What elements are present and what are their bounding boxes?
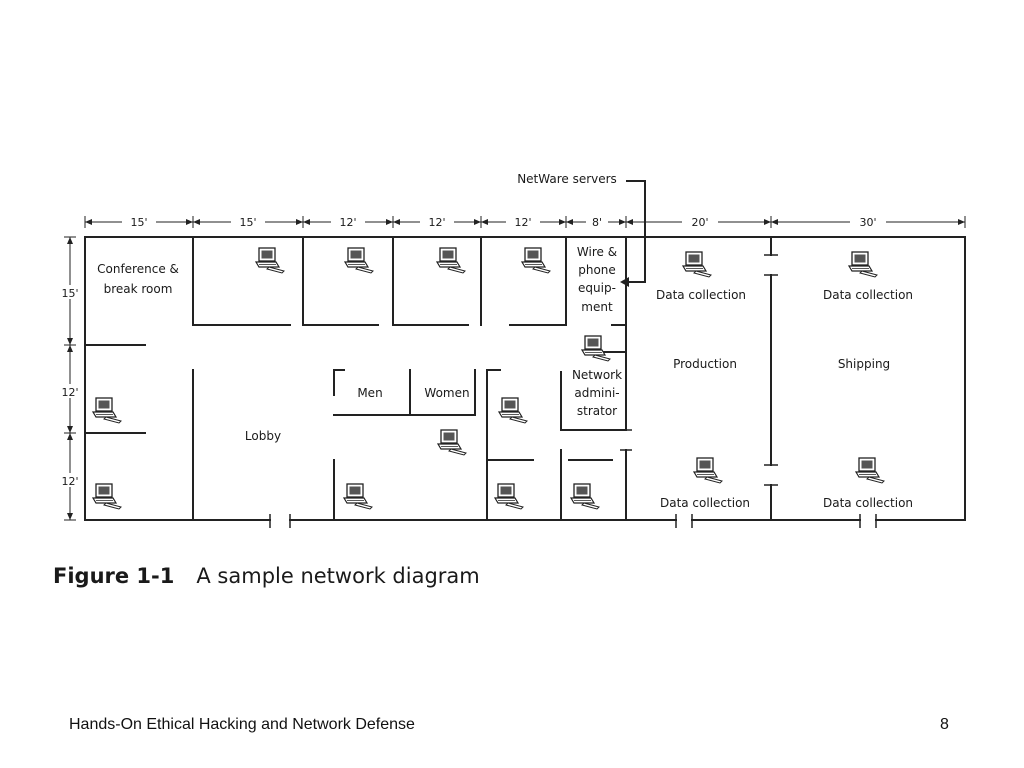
dim-top-4: 12' <box>514 216 531 229</box>
computers <box>92 247 885 510</box>
lobby-label: Lobby <box>245 429 281 443</box>
wire-label-1: Wire & <box>577 245 617 259</box>
top-dimension-arrows <box>85 219 965 225</box>
computer-icon <box>855 457 885 484</box>
left-dimension-arrows <box>67 237 73 520</box>
wire-label-4: ment <box>581 300 613 314</box>
computer-icon <box>581 335 611 362</box>
floor-plan-walls <box>84 236 966 521</box>
computer-icon <box>92 483 122 510</box>
women-label: Women <box>424 386 469 400</box>
page-number: 8 <box>940 716 949 733</box>
dim-left-1: 12' <box>61 386 78 399</box>
computer-icon <box>693 457 723 484</box>
dim-top-1: 15' <box>239 216 256 229</box>
data-collection-label-2: Data collection <box>823 288 913 302</box>
dim-top-0: 15' <box>130 216 147 229</box>
dim-top-5: 8' <box>592 216 602 229</box>
men-label: Men <box>357 386 382 400</box>
computer-icon <box>255 247 285 274</box>
conference-label-2: break room <box>104 282 173 296</box>
netadmin-label-1: Network <box>572 368 622 382</box>
computer-icon <box>343 483 373 510</box>
netware-callout: NetWare servers <box>517 172 646 287</box>
dim-left-2: 12' <box>61 475 78 488</box>
dim-top-7: 30' <box>859 216 876 229</box>
computer-icon <box>521 247 551 274</box>
data-collection-label-3: Data collection <box>660 496 750 510</box>
data-collection-label-4: Data collection <box>823 496 913 510</box>
dim-top-3: 12' <box>428 216 445 229</box>
dim-top-2: 12' <box>339 216 356 229</box>
footer-title: Hands-On Ethical Hacking and Network Def… <box>69 716 415 733</box>
conference-label-1: Conference & <box>97 262 179 276</box>
wire-label-2: phone <box>578 263 616 277</box>
room-labels: Conference & break room Wire & phone equ… <box>97 245 913 510</box>
data-collection-label-1: Data collection <box>656 288 746 302</box>
netadmin-label-3: strator <box>577 404 617 418</box>
figure-caption-text: A sample network diagram <box>196 564 480 588</box>
top-dimension-labels: 15' 15' 12' 12' 12' 8' 20' 30' <box>122 214 886 229</box>
dim-left-0: 15' <box>61 287 78 300</box>
computer-icon <box>92 397 122 424</box>
shipping-label: Shipping <box>838 357 890 371</box>
dim-top-6: 20' <box>691 216 708 229</box>
netadmin-label-2: admini- <box>574 386 619 400</box>
computer-icon <box>848 251 878 278</box>
computer-icon <box>494 483 524 510</box>
computer-icon <box>344 247 374 274</box>
computer-icon <box>498 397 528 424</box>
figure-caption: Figure 1-1 A sample network diagram <box>53 564 480 588</box>
computer-icon <box>570 483 600 510</box>
left-dimension-labels: 15' 12' 12' <box>58 285 82 488</box>
computer-icon <box>437 429 467 456</box>
netware-servers-label: NetWare servers <box>517 172 617 186</box>
wire-label-3: equip- <box>578 281 616 295</box>
door-jambs <box>269 254 877 528</box>
figure-label: Figure 1-1 <box>53 564 175 588</box>
computer-icon <box>682 251 712 278</box>
production-label: Production <box>673 357 737 371</box>
computer-icon <box>436 247 466 274</box>
